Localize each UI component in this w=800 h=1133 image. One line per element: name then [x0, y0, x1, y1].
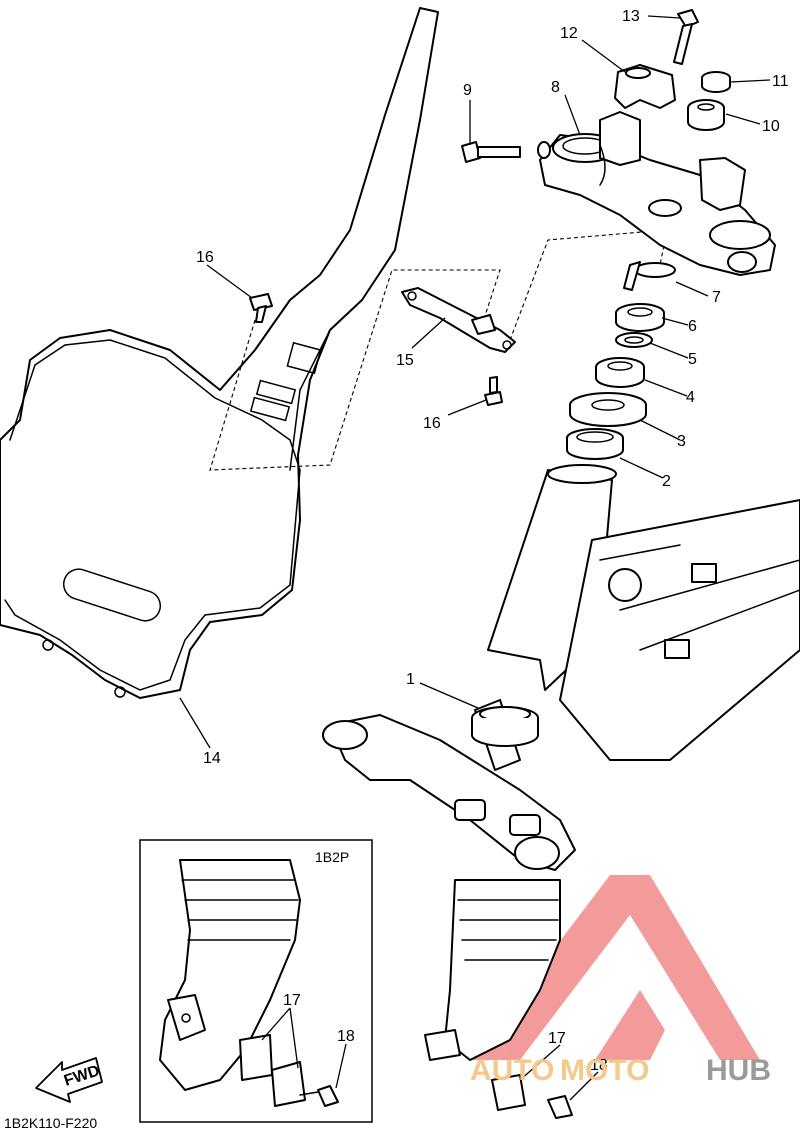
diagram-code: 1B2K110-F220 — [4, 1115, 97, 1131]
callout-7: 7 — [712, 289, 721, 306]
watermark-text: AUTO MOTO HUB — [470, 1054, 771, 1087]
callout-18-inset: 18 — [337, 1028, 355, 1045]
pinch-bolt-part-9 — [461, 141, 551, 163]
handlebar-holder-part-12 — [614, 64, 676, 109]
callout-4: 4 — [686, 389, 695, 406]
screw-part-16-upper — [249, 293, 273, 323]
forward-arrow-icon: FWD — [35, 1057, 103, 1103]
watermark-logo — [470, 875, 760, 1060]
callout-3: 3 — [677, 433, 686, 450]
washer-part-3 — [569, 392, 647, 427]
callout-9: 9 — [463, 82, 472, 99]
callout-14: 14 — [203, 750, 221, 767]
inset-label: 1B2P — [315, 849, 349, 865]
callout-17-inset: 17 — [283, 992, 301, 1009]
bracket-part-15 — [401, 287, 516, 353]
callout-16-upper: 16 — [196, 249, 214, 266]
watermark-hub: HUB — [706, 1054, 771, 1087]
callout-11: 11 — [772, 73, 789, 90]
callout-16-lower: 16 — [423, 415, 441, 432]
nut-part-10 — [687, 99, 725, 131]
fork-boot-right — [424, 879, 573, 1119]
callout-1: 1 — [406, 671, 415, 688]
bearing-part-2 — [566, 428, 624, 460]
callout-2: 2 — [662, 473, 671, 490]
callout-8: 8 — [551, 79, 560, 96]
watermark-moto: MOTO — [560, 1054, 649, 1087]
steering-head-pipe — [487, 464, 800, 761]
lock-washer-part-7 — [623, 261, 676, 291]
ring-nut-part-6 — [615, 303, 665, 332]
number-plate-part-14 — [0, 7, 439, 699]
callout-13: 13 — [622, 8, 640, 25]
assembly-guide-lines — [209, 224, 669, 471]
watermark-auto: AUTO — [470, 1054, 554, 1087]
screw-part-16-lower — [484, 376, 503, 406]
callout-12: 12 — [560, 25, 578, 42]
inset-1b2p — [139, 839, 373, 1123]
callout-labels: 1 2 3 4 5 6 7 8 9 10 11 12 13 14 15 16 1… — [196, 8, 789, 1074]
cap-part-11 — [701, 71, 731, 93]
callout-6: 6 — [688, 318, 697, 335]
callout-10: 10 — [762, 118, 780, 135]
ring-nut-part-4 — [595, 357, 645, 388]
bearing-part-1 — [471, 706, 539, 747]
callout-17-main: 17 — [548, 1030, 566, 1047]
bolt-part-13 — [673, 9, 699, 65]
washer-part-5 — [615, 332, 653, 348]
upper-bracket-part-8 — [539, 111, 776, 276]
callout-15: 15 — [396, 352, 414, 369]
callout-5: 5 — [688, 351, 697, 368]
callout-18-main: 18 — [590, 1057, 608, 1074]
leader-lines — [179, 15, 771, 1101]
